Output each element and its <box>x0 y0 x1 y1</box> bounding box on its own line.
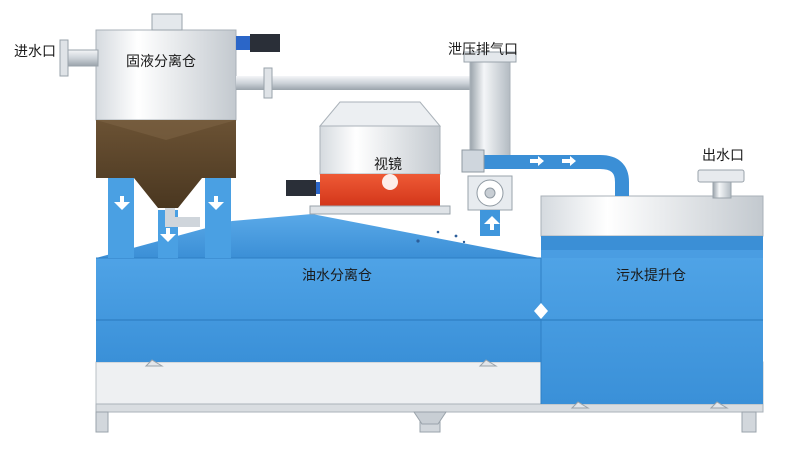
solid-liquid-separation-tank <box>59 13 237 258</box>
inlet-label: 进水口 <box>14 44 56 60</box>
oil-water-separation-tank-label: 油水分离仓 <box>302 268 372 284</box>
motor-icon <box>236 34 280 52</box>
sewage-lift-tank <box>534 169 770 409</box>
sewage-lift-tank-label: 污水提升仓 <box>616 268 686 284</box>
outlet-label: 出水口 <box>702 148 744 164</box>
flow-arrow-icon <box>114 156 612 242</box>
sight-glass-window <box>382 174 398 190</box>
pipework <box>236 51 629 196</box>
sight-glass-tank <box>309 101 451 215</box>
oil-water-separation-tank <box>96 214 541 367</box>
sight-glass-label: 视镜 <box>374 157 402 173</box>
solid-liquid-separation-tank-label: 固液分离仓 <box>126 54 196 70</box>
valve-icon <box>467 175 513 236</box>
pressure-relief-vent-label: 泄压排气口 <box>448 42 518 58</box>
